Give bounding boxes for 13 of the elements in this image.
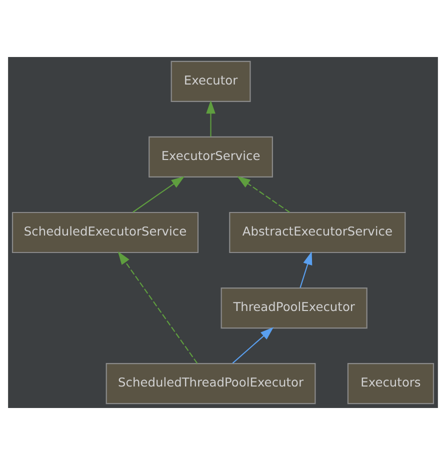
arrow [237,176,290,213]
node-box: AbstractExecutorService [229,212,406,254]
node-box: Executor [170,60,251,102]
node-box: ExecutorService [148,136,273,178]
node-box: ThreadPoolExecutor [220,287,368,329]
node-box: ScheduledExecutorService [12,212,199,254]
node-box: ScheduledThreadPoolExecutor [106,363,316,404]
arrow [300,251,312,288]
arrow [132,176,185,213]
arrow [232,327,274,364]
arrow [206,100,216,137]
arrow [118,251,198,364]
node-box: Executors [347,363,434,404]
